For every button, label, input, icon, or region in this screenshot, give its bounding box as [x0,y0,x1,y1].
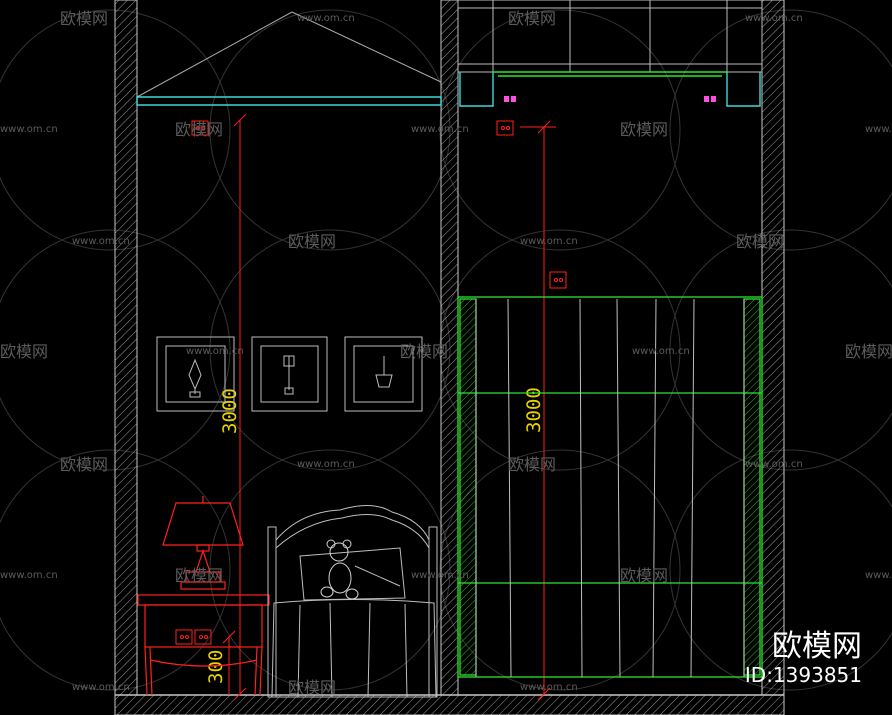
svg-text:欧模网: 欧模网 [508,9,556,28]
floor-slab [114,694,785,715]
wardrobe-panel [457,296,763,678]
model-id: ID:1393851 [744,663,862,687]
svg-text:欧模网: 欧模网 [175,566,223,585]
table-lamp [162,496,244,590]
svg-text:欧模网: 欧模网 [736,232,784,251]
right-socket-mid-icon [549,271,567,289]
svg-text:欧模网: 欧模网 [60,455,108,474]
brand-badge: 欧模网 ID:1393851 [744,629,862,688]
svg-text:www.om.cn: www.om.cn [520,682,578,693]
right-socket-upper-icon [496,120,514,136]
svg-text:欧模网: 欧模网 [845,342,892,361]
svg-text:www.om.cn: www.om.cn [520,236,578,247]
wardrobe-slats [475,298,745,678]
svg-text:欧模网: 欧模网 [620,566,668,585]
left-ceiling-trim [136,96,442,106]
svg-text:www.om.cn: www.om.cn [72,682,130,693]
svg-text:www.om.cn: www.om.cn [411,124,469,135]
artwork-frame-1 [156,336,235,412]
svg-text:欧模网: 欧模网 [620,120,668,139]
artwork-frame-3 [344,336,423,412]
watermark-text: www.om.cn www.om.cn www.om.cn www.om.cn … [0,13,892,693]
svg-text:www.om.cn: www.om.cn [865,124,892,135]
svg-text:www.om.cn: www.om.cn [745,13,803,24]
svg-text:www.om.cn: www.om.cn [297,459,355,470]
svg-text:www.om.cn: www.om.cn [186,346,244,357]
svg-text:www.om.cn: www.om.cn [745,459,803,470]
bed [267,505,438,698]
svg-text:www.om.cn: www.om.cn [0,570,58,581]
right-ceiling-grid [457,0,763,73]
left-wall [114,0,138,696]
left-socket-upper-icon [191,120,209,136]
right-height-dim-text: 3000 [523,387,545,433]
right-wall [761,0,785,696]
watermark-circles [0,9,892,691]
svg-text:欧模网: 欧模网 [175,120,223,139]
watermark-brand: 欧模网 欧模网 欧模网 欧模网 欧模网 欧模网 欧模网 欧模网 欧模网 欧模网 … [0,9,892,697]
nightstand [137,594,270,696]
svg-text:www.om.cn: www.om.cn [865,570,892,581]
svg-text:欧模网: 欧模网 [400,342,448,361]
svg-text:www.om.cn: www.om.cn [632,346,690,357]
svg-text:欧模网: 欧模网 [60,9,108,28]
artwork-frame-2 [251,336,328,412]
svg-text:www.om.cn: www.om.cn [297,13,355,24]
svg-text:www.om.cn: www.om.cn [72,236,130,247]
right-ceiling-cove [459,71,761,107]
ceiling-light-icon [504,96,716,102]
left-base-dim-text: 300 [205,650,227,684]
right-height-dimension [520,120,556,701]
svg-text:欧模网: 欧模网 [508,455,556,474]
svg-text:欧模网: 欧模网 [288,232,336,251]
svg-text:www.om.cn: www.om.cn [0,124,58,135]
svg-text:欧模网: 欧模网 [288,678,336,697]
svg-text:欧模网: 欧模网 [0,342,48,361]
teddy-bear-icon [320,539,359,600]
brand-name: 欧模网 [772,629,862,664]
left-ceiling-lines [136,11,442,98]
left-socket-lower-icon [175,629,212,645]
svg-text:www.om.cn: www.om.cn [411,570,469,581]
